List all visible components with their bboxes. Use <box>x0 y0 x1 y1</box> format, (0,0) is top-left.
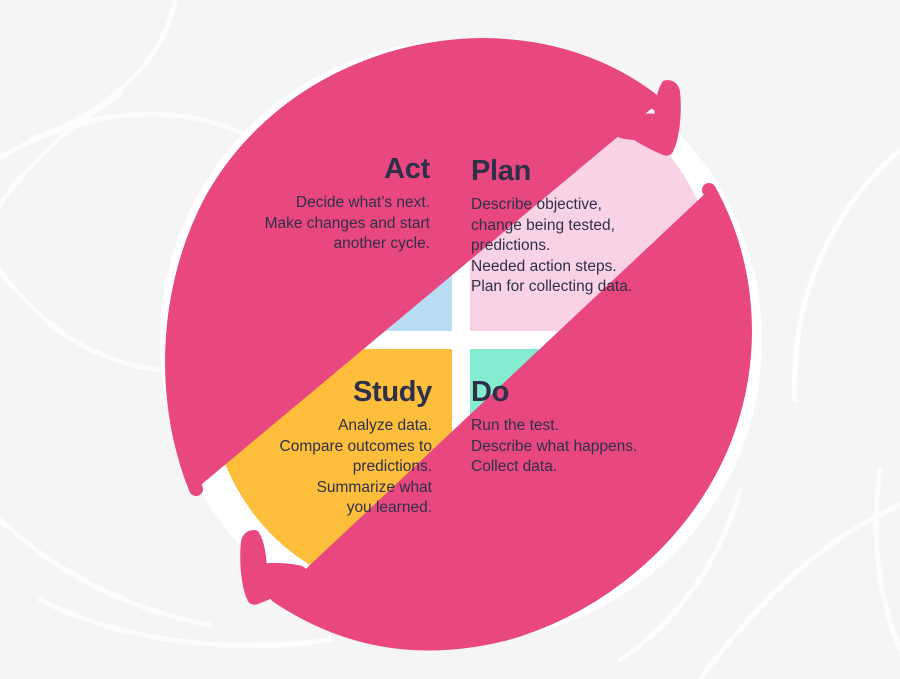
quadrant-body-study: Analyze data. Compare outcomes to predic… <box>238 416 433 519</box>
quadrant-line: Plan for collecting data. <box>471 278 633 295</box>
cycle-arc-lower <box>270 183 752 651</box>
quadrant-line: Needed action steps. <box>471 257 617 275</box>
quadrant-title-study: Study <box>352 376 432 408</box>
quadrant-body-plan: Describe objective, change being tested,… <box>471 195 691 298</box>
quadrant-body-do: Run the test. Describe what happens. Col… <box>471 416 691 478</box>
quadrant-line: predictions. <box>352 458 432 475</box>
quadrant-line: predictions. <box>471 237 551 254</box>
quadrant-text-plan: Plan Describe objective, change being te… <box>471 157 691 298</box>
quadrant-line: you learned. <box>346 499 432 516</box>
quadrant-line: Decide what’s next. <box>295 194 430 211</box>
cycle-arc-upper <box>165 37 664 496</box>
quadrant-line: Summarize what <box>316 478 432 496</box>
arrowhead-top-right <box>612 80 681 156</box>
quadrant-line: Describe objective, <box>471 196 602 213</box>
quadrant-title-do: Do <box>471 376 510 408</box>
quadrant-title-act: Act <box>384 153 430 185</box>
quadrant-line: Run the test. <box>471 417 559 434</box>
quadrant-title-plan: Plan <box>471 155 532 187</box>
quadrant-line: Describe what happens. <box>471 437 638 455</box>
quadrant-text-do: Do Run the test. Describe what happens. … <box>471 378 691 478</box>
quadrant-text-act: Act Decide what’s next. Make changes and… <box>228 153 431 255</box>
quadrant-line: Collect data. <box>471 458 558 475</box>
quadrant-line: another cycle. <box>333 235 431 252</box>
quadrant-line: change being tested, <box>471 216 615 234</box>
quadrant-line: Analyze data. <box>338 417 432 434</box>
arrowhead-bottom-left <box>240 530 309 605</box>
quadrant-body-act: Decide what’s next. Make changes and sta… <box>228 193 430 255</box>
quadrant-text-study: Study Analyze data. Compare outcomes to … <box>238 376 433 519</box>
quadrant-line: Compare outcomes to <box>279 437 433 455</box>
quadrant-line: Make changes and start <box>264 214 430 232</box>
